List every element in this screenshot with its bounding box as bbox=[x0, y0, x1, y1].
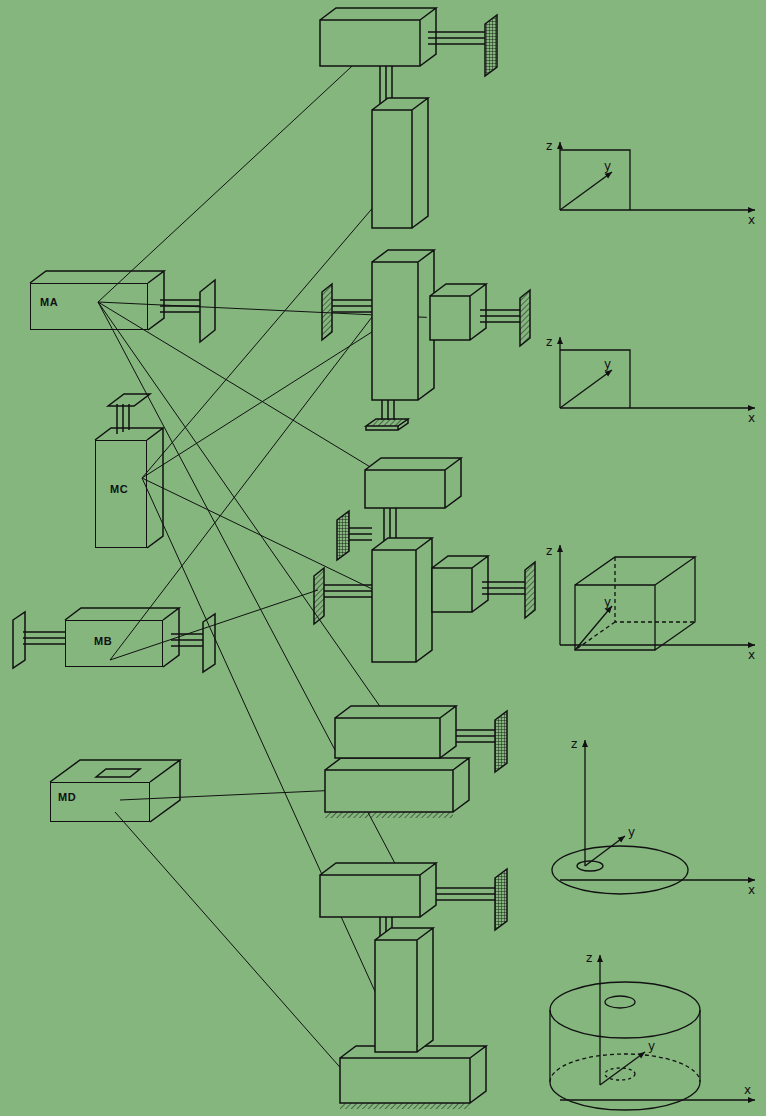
module-label: MD bbox=[58, 791, 76, 803]
assembly-two bbox=[322, 250, 530, 430]
module-box: MA bbox=[30, 283, 148, 330]
assembly-four bbox=[325, 706, 507, 818]
axis-label: y bbox=[604, 160, 611, 172]
module-box: MB bbox=[65, 620, 163, 667]
axis-label: x bbox=[748, 214, 755, 226]
assembly-one bbox=[320, 8, 497, 228]
axis-label: y bbox=[604, 358, 611, 370]
axis-label: z bbox=[546, 336, 552, 348]
module-label: MB bbox=[94, 635, 112, 647]
coordinate-frames bbox=[550, 142, 755, 1110]
axis-label: y bbox=[628, 826, 635, 838]
axis-label: x bbox=[748, 884, 755, 896]
module-shapes bbox=[13, 271, 215, 822]
axis-label: z bbox=[586, 952, 592, 964]
axis-label: y bbox=[648, 1040, 655, 1052]
assembly-five bbox=[320, 863, 507, 1109]
axis-label: x bbox=[748, 649, 755, 661]
module-box: MD bbox=[50, 782, 150, 822]
leader-lines bbox=[98, 42, 440, 1090]
module-box: MC bbox=[95, 440, 147, 548]
assembly-three bbox=[314, 458, 535, 662]
axis-label: z bbox=[571, 738, 577, 750]
module-label: MA bbox=[40, 296, 58, 308]
axis-label: x bbox=[748, 412, 755, 424]
module-label: MC bbox=[110, 483, 128, 495]
axis-label: y bbox=[604, 596, 611, 608]
axis-label: x bbox=[744, 1084, 751, 1096]
axis-label: z bbox=[546, 140, 552, 152]
axis-label: z bbox=[546, 545, 552, 557]
